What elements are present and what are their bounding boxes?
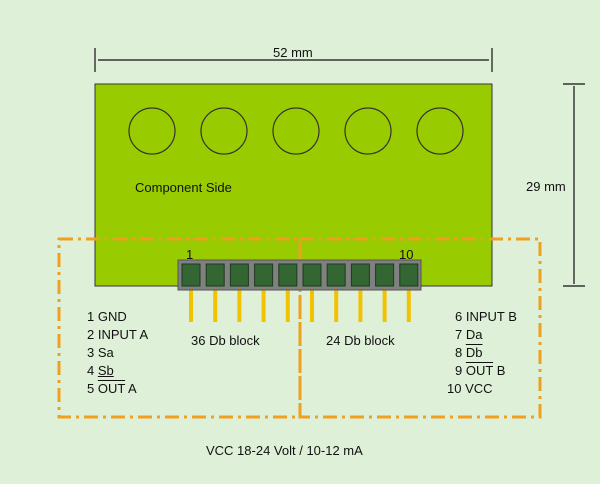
pin-number: 7 [455, 327, 463, 342]
component-side-label: Component Side [135, 180, 232, 195]
connector-lead [334, 288, 339, 322]
pin-function: VCC [465, 381, 493, 396]
pin-number: 6 [455, 309, 463, 324]
connector-lead [237, 288, 242, 322]
led-circle [344, 107, 392, 155]
pin-function: INPUT B [465, 309, 517, 324]
pin-list-left-item: 5 OUT A [87, 381, 137, 396]
led-circle [416, 107, 464, 155]
pin-first-label: 1 [186, 247, 194, 262]
connector-lead [358, 288, 363, 322]
connector-lead [406, 288, 411, 322]
pin-list-left-item: 1 GND [87, 309, 127, 324]
block-outline-36db [57, 237, 302, 419]
pin-list-right-item: 9 OUT B [455, 363, 505, 378]
pin-function-channel: A [127, 381, 137, 396]
connector-pin [326, 263, 346, 287]
pin-list-right-item: 7 Da [455, 327, 482, 342]
pin-list-left-item: 2 INPUT A [87, 327, 148, 342]
connector-pin [302, 263, 322, 287]
pin-number: 4 [87, 363, 95, 378]
block-36db-label: 36 Db block [191, 333, 260, 348]
pin-function-overline: OUT [97, 381, 126, 396]
block-outlines [57, 237, 542, 419]
led-row [128, 107, 464, 155]
pin-function: Sb [97, 363, 114, 378]
connector-lead [213, 288, 218, 322]
connector-pin [350, 263, 370, 287]
connector-pin [254, 263, 274, 287]
block-outline-24db [298, 237, 542, 419]
pin-list-left-item: 3 Sa [87, 345, 114, 360]
height-dim-label: 29 mm [526, 179, 566, 194]
led-circle [200, 107, 248, 155]
connector-lead [189, 288, 193, 322]
pin-list-right-item: 8 Db [455, 345, 482, 360]
pin-number: 1 [87, 309, 95, 324]
pin-function: Da [465, 327, 483, 342]
pin-function: GND [97, 309, 127, 324]
connector-pin [181, 263, 201, 287]
pin-function-overline: OUT [465, 363, 494, 378]
block-24db-label: 24 Db block [326, 333, 395, 348]
pin-function: Db [465, 345, 483, 360]
pin-number: 2 [87, 327, 95, 342]
pin-number: 5 [87, 381, 95, 396]
connector-lead [261, 288, 266, 322]
connector-lead [310, 288, 314, 322]
supply-spec-label: VCC 18-24 Volt / 10-12 mA [206, 443, 363, 458]
connector-pins [181, 263, 419, 287]
pin-function: Sa [97, 345, 114, 360]
pin-number: 8 [455, 345, 463, 360]
pin-number: 10 [447, 381, 462, 396]
pin-list-right-item: 10 VCC [447, 381, 493, 396]
connector-lead [285, 288, 290, 322]
pin-number: 9 [455, 363, 463, 378]
connector-pin [205, 263, 225, 287]
width-dim-label: 52 mm [273, 45, 313, 60]
connector-lead [382, 288, 387, 322]
connector-pin [399, 263, 419, 287]
pin-function: INPUT A [97, 327, 149, 342]
connector-pin [229, 263, 249, 287]
pin-number: 3 [87, 345, 95, 360]
pin-list-left-item: 4 Sb [87, 363, 114, 378]
connector-pin [278, 263, 298, 287]
pin-list-right-item: 6 INPUT B [455, 309, 517, 324]
connector-pin [375, 263, 395, 287]
pin-last-label: 10 [399, 247, 414, 262]
led-circle [128, 107, 176, 155]
led-circle [272, 107, 320, 155]
connector-leads [189, 288, 411, 322]
pcb-board [94, 83, 493, 287]
pin-function-channel: B [496, 363, 506, 378]
